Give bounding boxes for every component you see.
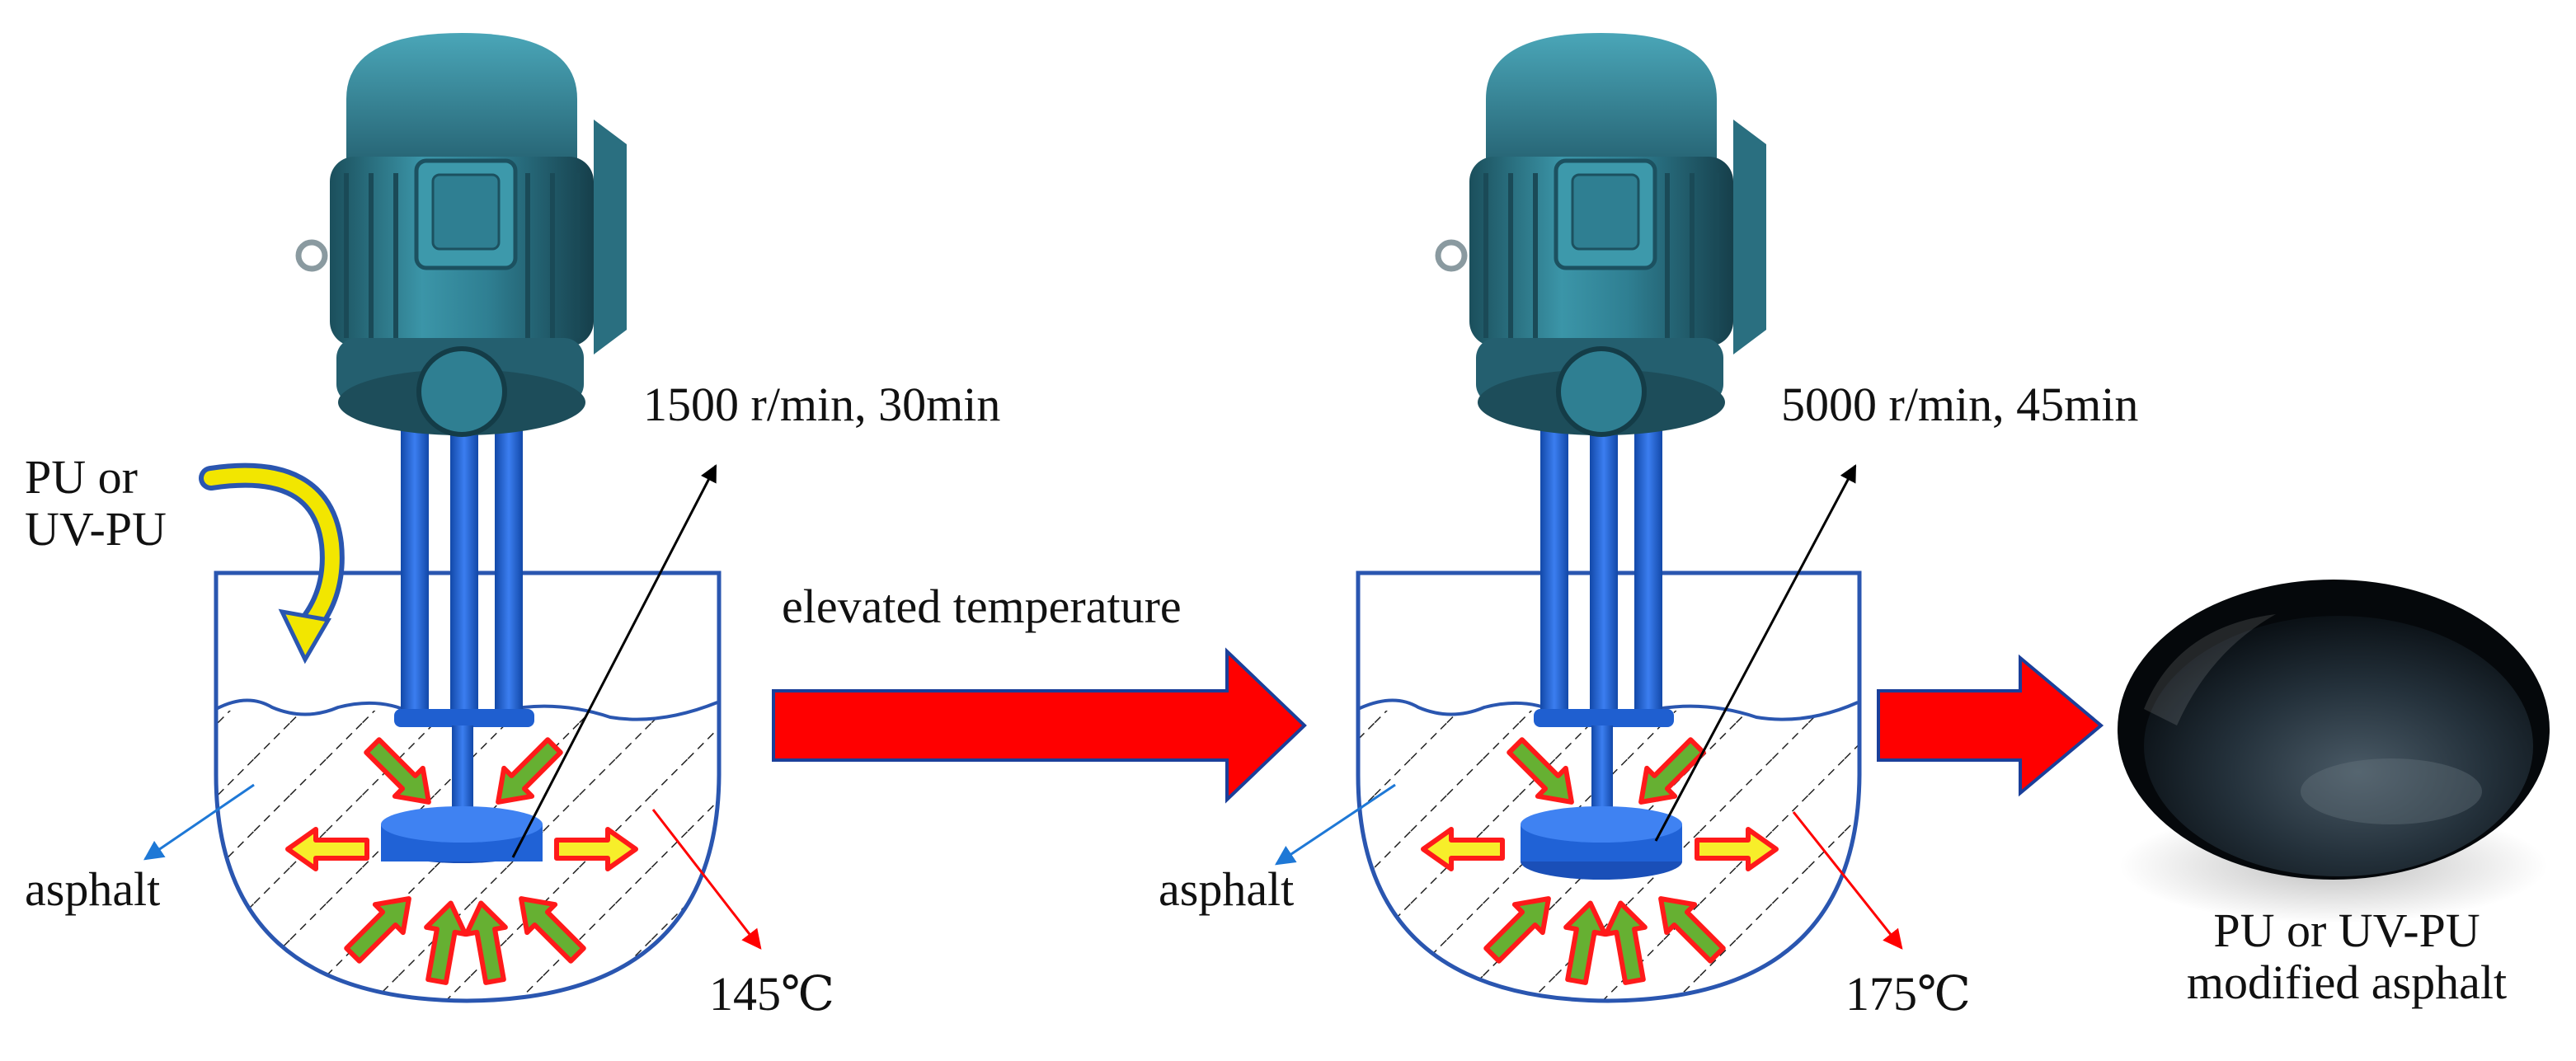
product-label-line2: modified asphalt <box>2186 955 2508 1009</box>
asphalt-dish-icon <box>2118 580 2550 923</box>
stirrer-shaft <box>1521 387 1682 880</box>
speed-pointer <box>1654 464 1857 842</box>
electric-motor-icon <box>1435 33 1766 437</box>
stirrer-shaft <box>381 387 543 863</box>
stage1-mixer <box>143 33 762 1003</box>
stage1-temperature-label: 145℃ <box>709 967 834 1021</box>
stage1-speed-label: 1500 r/min, 30min <box>643 378 1001 431</box>
stage2-speed-label: 5000 r/min, 45min <box>1781 378 2139 431</box>
electric-motor-icon <box>295 33 627 437</box>
asphalt-pointer <box>143 783 255 861</box>
stage2-temperature-label: 175℃ <box>1845 967 1971 1021</box>
additive-label: PU or UV-PU <box>25 450 167 556</box>
stage1-asphalt-label: asphalt <box>25 862 161 916</box>
additive-label-line1: PU or <box>25 450 138 504</box>
additive-arrow-icon <box>199 462 345 664</box>
transition-label: elevated temperature <box>782 580 1182 633</box>
stage2-mixer <box>1275 33 1903 1003</box>
process-arrow-2 <box>1877 654 2104 797</box>
product-label-line1: PU or UV-PU <box>2213 904 2480 957</box>
additive-label-line2: UV-PU <box>25 501 167 556</box>
temperature-pointer <box>651 809 762 950</box>
temperature-pointer <box>1792 811 1903 950</box>
asphalt-pointer <box>1275 783 1396 866</box>
stage2-asphalt-label: asphalt <box>1159 862 1295 916</box>
process-arrow-1 <box>772 647 1307 804</box>
speed-pointer <box>511 464 717 858</box>
product-label: PU or UV-PU modified asphalt <box>2132 904 2561 1009</box>
